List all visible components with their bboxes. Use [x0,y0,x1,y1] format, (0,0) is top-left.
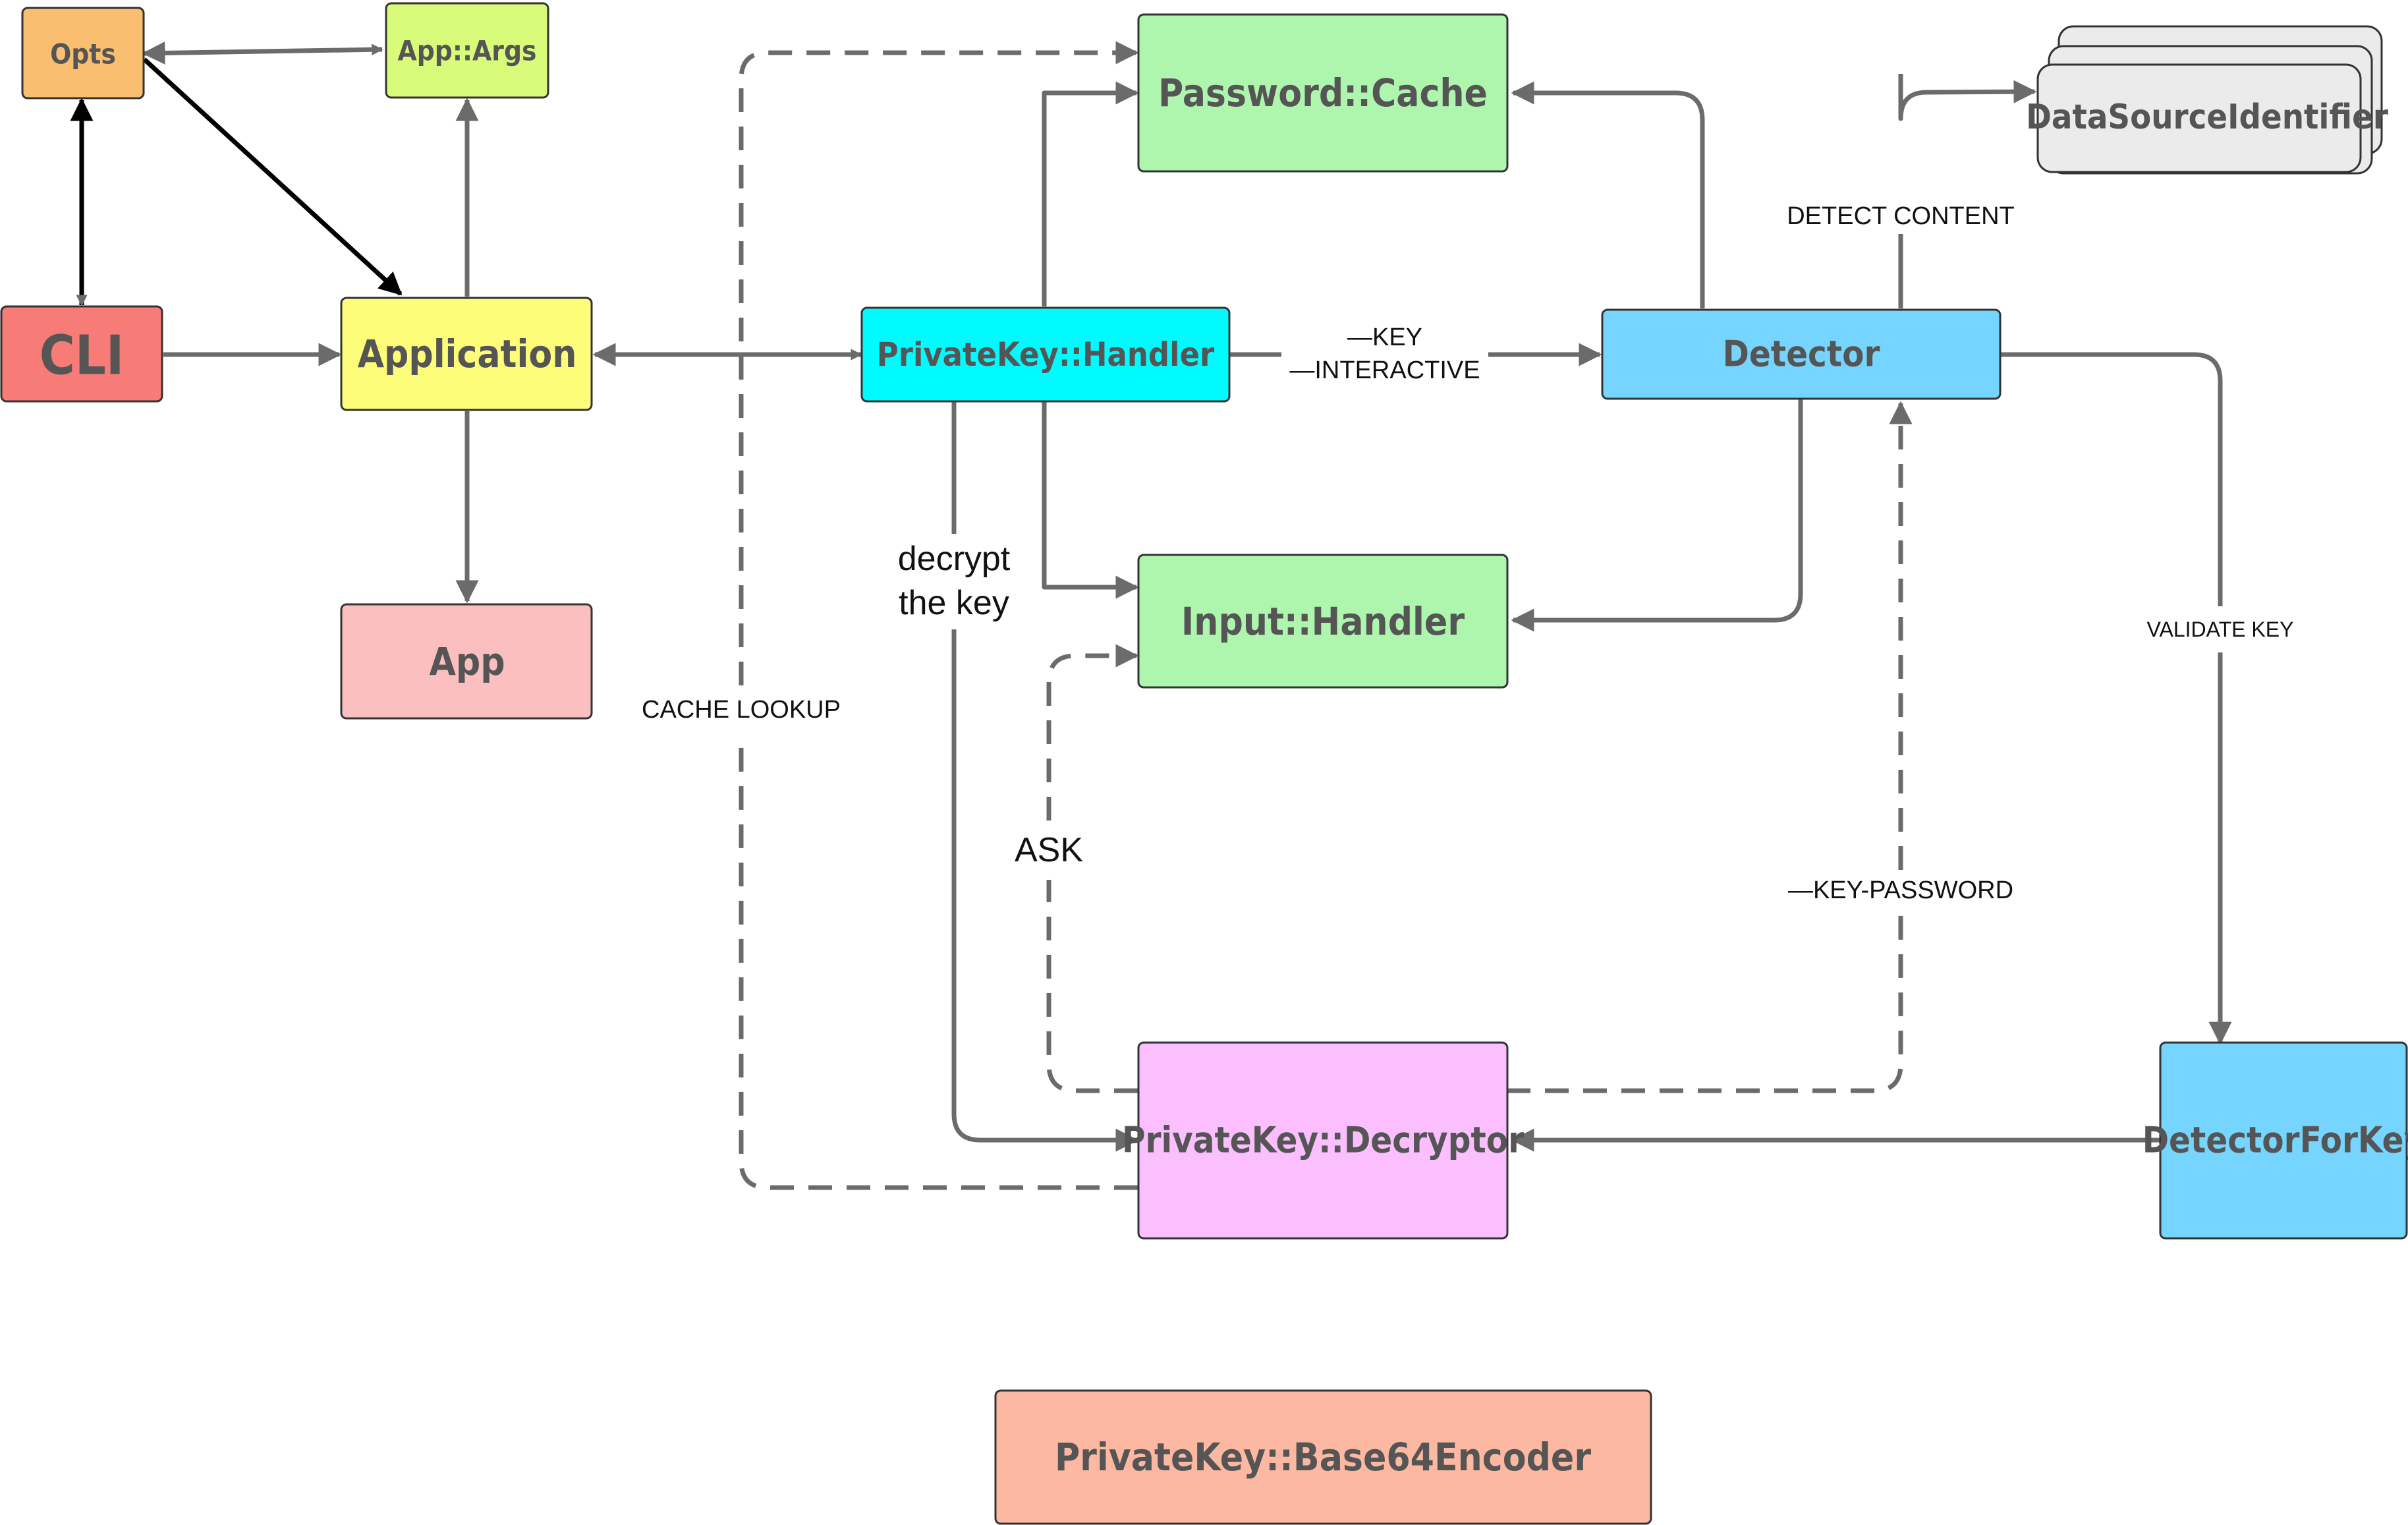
edge-detector-to-password-cache [1511,81,1705,308]
edge-decryptor-keypassword-bottom [1507,913,1903,1093]
privatekey-handler-label: PrivateKey::Handler [877,335,1215,374]
edge-detector-to-detectorforkey-top [2000,352,2223,606]
edge-handler-to-decryptor-bottom [951,629,1139,1152]
opts-box [21,7,145,100]
privatekey-handler-node[interactable]: PrivateKey::Handler [860,306,1231,403]
app-node[interactable]: App [340,603,593,720]
data-source-identifier-node[interactable]: DataSourceIdentifier [2026,25,2388,175]
detector-node[interactable]: Detector [1601,308,2002,400]
privatekey-handler-box [860,306,1231,403]
app-args-label: App::Args [397,35,536,67]
base64-encoder-box [994,1389,1652,1525]
opts-label: Opts [50,38,116,71]
edge-detector-to-datasource-top [1898,74,2037,121]
application-label: Application [358,331,577,376]
application-node[interactable]: Application [340,297,593,411]
detector-label: Detector [1723,333,1880,375]
input-handler-label: Input::Handler [1181,599,1465,644]
app-args-node[interactable]: App::Args [385,2,549,99]
edge-label-key-password: —KEY-PASSWORD [1788,877,2013,904]
cli-node[interactable]: CLI [0,305,163,403]
app-box [340,603,593,720]
edge-label-decrypt: decrypt [898,540,1011,578]
edge-decryptor-ask-bottom [1046,880,1138,1093]
app-label: App [429,639,505,684]
edge-decryptor-cache-lookup-bottom [739,735,1138,1190]
password-cache-label: Password::Cache [1158,71,1488,115]
base64-encoder-node[interactable]: PrivateKey::Base64Encoder [994,1389,1652,1525]
input-handler-node[interactable]: Input::Handler [1137,554,1509,689]
data-source-identifier-label: DataSourceIdentifier [2026,98,2388,137]
application-box [340,297,593,411]
input-handler-box [1137,554,1509,689]
detector-for-key-node[interactable]: DetectorForKey [2142,1041,2408,1240]
detector-for-key-box [2159,1041,2408,1240]
privatekey-decryptor-box [1137,1041,1509,1240]
edge-appargs-to-opts [142,41,383,65]
edge-label-key: —KEY [1347,324,1422,351]
edge-decryptor-ask-top [1046,644,1139,820]
detector-box [1601,308,2002,400]
privatekey-decryptor-node[interactable]: PrivateKey::Decryptor [1122,1041,1524,1240]
edge-opts-to-application [142,57,403,296]
data-source-identifier-box [2036,63,2362,173]
edge-label-interactive: —INTERACTIVE [1289,357,1480,384]
edge-label-ask: ASK [1015,831,1083,869]
password-cache-node[interactable]: Password::Cache [1137,13,1509,173]
edge-label-validate-key: VALIDATE KEY [2147,618,2294,641]
password-cache-box [1137,13,1509,173]
edge-handler-to-password-cache [1042,81,1139,306]
privatekey-decryptor-label: PrivateKey::Decryptor [1122,1120,1524,1161]
edge-handler-to-input-handler [1042,402,1139,599]
base64-encoder-label: PrivateKey::Base64Encoder [1055,1435,1591,1480]
edge-detector-to-input-handler [1511,399,1803,632]
opts-node[interactable]: Opts [21,7,145,100]
edge-decryptor-cache-lookup-top [739,41,1139,685]
cli-box [0,305,163,403]
edge-label-cache-lookup: CACHE LOOKUP [642,696,841,724]
cli-label: CLI [40,325,125,388]
edge-label-the-key: the key [899,584,1009,622]
edge-label-detect-content: DETECT CONTENT [1787,202,2015,230]
app-args-box [385,2,549,99]
detector-for-key-label: DetectorForKey [2142,1120,2408,1161]
